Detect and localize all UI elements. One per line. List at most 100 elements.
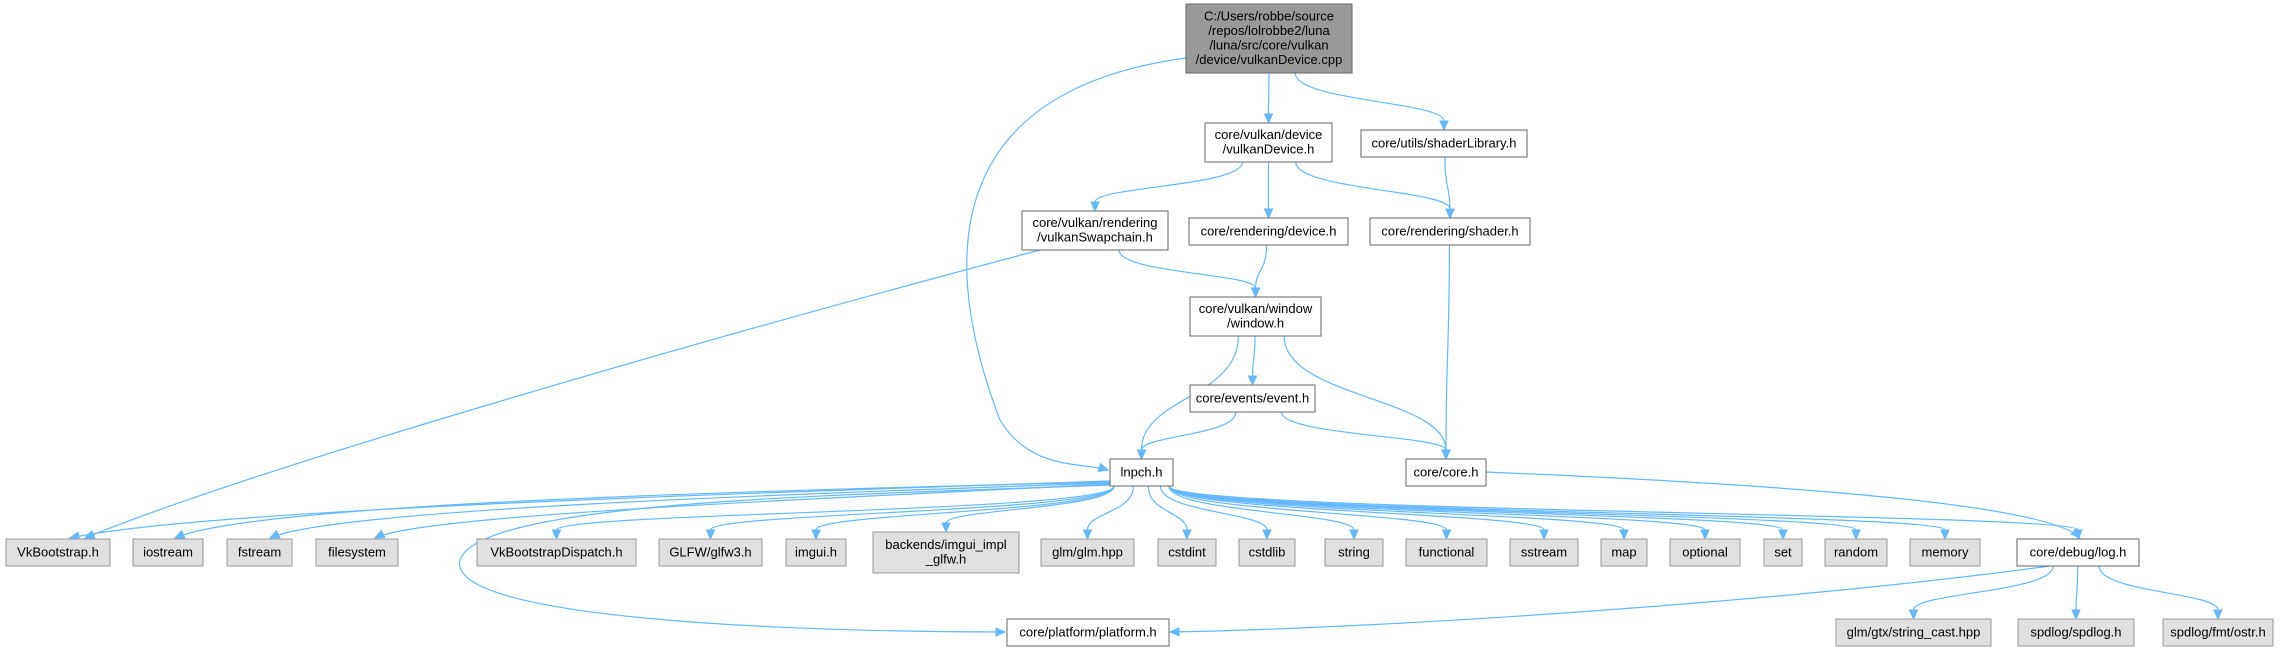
edge-lnpch-h-to-map [1168, 485, 1625, 531]
edge-log-h-to-platform-h-arrowhead [1168, 627, 1180, 637]
node-shaderLibrary-h[interactable]: core/utils/shaderLibrary.h [1360, 129, 1528, 158]
node-box [2162, 618, 2274, 647]
node-VkBootstrap-h: VkBootstrap.h [5, 538, 111, 567]
edge-lnpch-h-to-memory [1168, 485, 1946, 531]
node-imgui-impl-glfw-h: backends/imgui_impl_glfw.h [872, 531, 1020, 574]
node-functional: functional [1405, 538, 1488, 567]
node-label-line: cstdint [1168, 544, 1206, 559]
node-rendering-device-h[interactable]: core/rendering/device.h [1188, 217, 1349, 246]
node-label-line: /repos/lolrobbe2/luna [1208, 23, 1330, 38]
edge-vulkanDevice-h-to-vulkanSwapchain-h [1094, 161, 1244, 203]
node-cstdlib: cstdlib [1238, 538, 1296, 567]
node-event-h[interactable]: core/events/event.h [1189, 384, 1316, 413]
node-label-line: core/vulkan/rendering [1032, 215, 1157, 230]
node-label-line: memory [1922, 544, 1969, 559]
node-label-line: sstream [1521, 544, 1567, 559]
edge-lnpch-h-to-iostream [174, 481, 1111, 539]
edge-lnpch-h-to-string-arrowhead [1349, 529, 1359, 541]
node-box [476, 538, 637, 567]
node-label-line: random [1834, 544, 1878, 559]
node-vulkanSwapchain-h[interactable]: core/vulkan/rendering/vulkanSwapchain.h [1021, 210, 1169, 251]
node-label-line: core/vulkan/device [1215, 127, 1323, 142]
edge-root-to-lnpch-h-arrowhead [1097, 462, 1110, 472]
node-label-line: core/vulkan/window [1199, 301, 1313, 316]
node-spdlog-h: spdlog/spdlog.h [2017, 618, 2135, 647]
edge-log-h-to-ostr-h [2098, 565, 2219, 611]
edge-lnpch-h-to-platform-h-arrowhead [995, 627, 1007, 637]
node-label-line: VkBootstrapDispatch.h [490, 544, 622, 559]
edge-lnpch-h-to-random [1168, 485, 1857, 531]
node-label-line: /luna/src/core/vulkan [1209, 38, 1328, 53]
node-box [5, 538, 111, 567]
edge-lnpch-h-to-imgui-impl-glfw-h [945, 485, 1115, 524]
node-label-line: core/utils/shaderLibrary.h [1372, 135, 1517, 150]
edge-lnpch-h-to-sstream-arrowhead [1539, 529, 1549, 541]
node-label-line: spdlog/spdlog.h [2030, 624, 2121, 639]
edge-log-h-to-ostr-h-arrowhead [2213, 609, 2223, 621]
edge-lnpch-h-to-glfw3-h-arrowhead [705, 529, 716, 541]
node-iostream: iostream [132, 538, 204, 567]
edge-lnpch-h-to-functional [1168, 485, 1448, 531]
node-glm-hpp: glm/glm.hpp [1040, 538, 1135, 567]
node-window-h[interactable]: core/vulkan/window/window.h [1189, 296, 1322, 337]
edge-core-h-to-log-h [1485, 471, 2081, 539]
node-ostr-h: spdlog/fmt/ostr.h [2162, 618, 2274, 647]
node-log-h[interactable]: core/debug/log.h [2016, 538, 2140, 567]
node-label-line: core/rendering/shader.h [1381, 223, 1518, 238]
node-imgui-h: imgui.h [785, 538, 847, 567]
node-box [1189, 384, 1316, 413]
node-shader-h[interactable]: core/rendering/shader.h [1369, 217, 1531, 246]
node-core-h[interactable]: core/core.h [1405, 458, 1487, 487]
edge-log-h-to-platform-h [1169, 565, 2051, 633]
node-box [1185, 3, 1353, 74]
edge-lnpch-h-to-cstdlib-arrowhead [1262, 529, 1272, 541]
edge-log-h-to-string-cast-hpp [1912, 565, 2054, 611]
node-label-line: core/core.h [1413, 464, 1478, 479]
node-platform-h[interactable]: core/platform/platform.h [1006, 618, 1170, 647]
node-random: random [1824, 538, 1888, 567]
edge-lnpch-h-to-map-arrowhead [1619, 529, 1629, 541]
node-label-line: string [1338, 544, 1370, 559]
node-memory: memory [1909, 538, 1981, 567]
node-box [1669, 538, 1741, 567]
node-label-line: iostream [143, 544, 193, 559]
node-box [1509, 538, 1579, 567]
edge-lnpch-h-to-VkBootstrapDispatch-h-arrowhead [551, 529, 562, 541]
edge-lnpch-h-to-random-arrowhead [1851, 529, 1861, 541]
edge-event-h-to-core-h-arrowhead [1441, 449, 1451, 461]
edge-lnpch-h-to-memory-arrowhead [1940, 529, 1950, 541]
edge-event-h-to-core-h [1280, 411, 1447, 451]
node-box [1909, 538, 1981, 567]
node-vulkanDevice-h[interactable]: core/vulkan/device/vulkanDevice.h [1204, 122, 1333, 163]
node-root[interactable]: C:/Users/robbe/source/repos/lolrobbe2/lu… [1185, 3, 1353, 74]
node-label-line: /vulkanSwapchain.h [1037, 230, 1153, 245]
edge-lnpch-h-to-functional-arrowhead [1441, 529, 1452, 541]
node-box [1763, 538, 1803, 567]
node-label-line: /device/vulkanDevice.cpp [1196, 52, 1343, 67]
edge-rendering-device-h-to-window-h-arrowhead [1250, 287, 1261, 299]
node-label-line: core/events/event.h [1196, 390, 1309, 405]
node-label-line: functional [1419, 544, 1475, 559]
edges-layer [68, 57, 2223, 637]
node-label-line: backends/imgui_impl [885, 537, 1007, 552]
edge-lnpch-h-to-fstream-arrowhead [268, 529, 281, 539]
node-lnpch-h[interactable]: lnpch.h [1109, 458, 1174, 487]
edge-window-h-to-core-h [1283, 335, 1447, 451]
node-label-line: VkBootstrap.h [17, 544, 99, 559]
node-label-line: _glfw.h [925, 552, 966, 567]
edge-lnpch-h-to-imgui-h-arrowhead [811, 529, 821, 541]
edge-window-h-to-event-h [1251, 335, 1256, 377]
node-box [315, 538, 399, 567]
edge-vulkanDevice-h-to-rendering-device-h-arrowhead [1263, 208, 1274, 220]
edge-log-h-to-spdlog-h-arrowhead [2071, 609, 2081, 621]
node-label-line: glm/glm.hpp [1052, 544, 1123, 559]
node-box [1238, 538, 1296, 567]
edge-vulkanDevice-h-to-vulkanSwapchain-h-arrowhead [1090, 201, 1100, 213]
node-filesystem: filesystem [315, 538, 399, 567]
edge-root-to-shaderLibrary-h-arrowhead [1439, 120, 1449, 132]
edge-lnpch-h-to-optional [1168, 485, 1706, 531]
edge-lnpch-h-to-fstream [269, 482, 1111, 539]
edge-event-h-to-lnpch-h [1140, 411, 1237, 451]
node-fstream: fstream [226, 538, 293, 567]
node-box [1109, 458, 1174, 487]
